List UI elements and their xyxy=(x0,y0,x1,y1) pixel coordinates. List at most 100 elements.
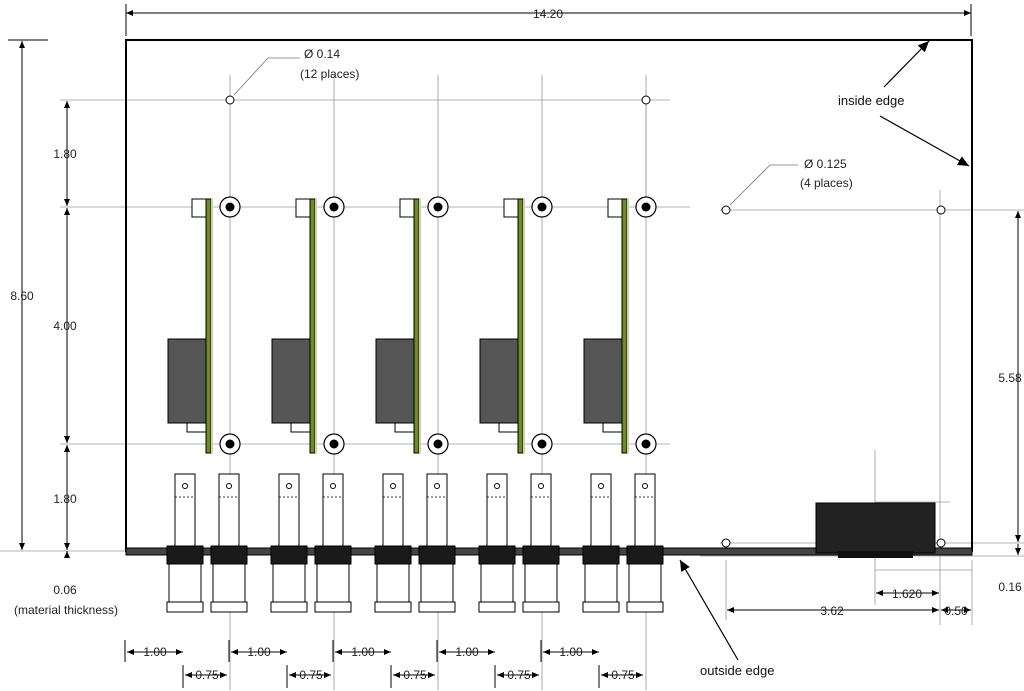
board-module xyxy=(375,196,449,455)
pcb-highlight xyxy=(315,199,317,453)
connector-cap xyxy=(314,601,352,613)
bnc-connector xyxy=(626,473,664,613)
mounting-hole xyxy=(225,95,235,105)
connector-barrel xyxy=(524,563,558,603)
connector-barrel xyxy=(420,563,454,603)
pitch-dim-a-label: 1.00 xyxy=(351,645,375,659)
connector-cap xyxy=(166,601,204,613)
connector-nut xyxy=(166,545,204,565)
standoff-screw xyxy=(537,202,547,212)
connector-pin xyxy=(286,483,292,489)
pitch-dim-b-label: 0.75 xyxy=(611,668,635,682)
power-block xyxy=(815,502,936,554)
standoff-screw xyxy=(537,439,547,449)
pitch-dim-b-label: 0.75 xyxy=(195,668,219,682)
hole-small-count: (12 places) xyxy=(300,67,359,81)
dim-overall-height: 8.60 xyxy=(10,289,34,303)
connector-pin xyxy=(182,483,188,489)
connector-cap xyxy=(270,601,308,613)
connector-nut xyxy=(374,545,412,565)
board-module xyxy=(167,196,241,455)
pcb-edge xyxy=(621,198,628,454)
connector-barrel xyxy=(628,563,662,603)
dim-component-offset: 1.620 xyxy=(892,587,922,601)
standoff-screw xyxy=(641,439,651,449)
standoff-screw xyxy=(641,202,651,212)
pitch-dimension-lines xyxy=(124,640,643,688)
pcb-edge xyxy=(309,198,316,454)
connector-barrel xyxy=(480,563,514,603)
pcb-highlight xyxy=(211,199,213,453)
pcb-edge xyxy=(413,198,420,454)
dim-bottom-gap: 1.80 xyxy=(53,492,77,506)
bnc-connector xyxy=(478,473,516,613)
connector-cap xyxy=(522,601,560,613)
connector-nut xyxy=(270,545,308,565)
pitch-dim-a-label: 1.00 xyxy=(455,645,479,659)
connector-pin xyxy=(494,483,500,489)
standoff-screw xyxy=(225,439,235,449)
pcb-highlight xyxy=(523,199,525,453)
module-lead xyxy=(186,423,210,433)
inside-edge-label: inside edge xyxy=(838,93,905,108)
connector-nut xyxy=(522,545,560,565)
module-group xyxy=(167,196,657,455)
hole-large-count: (4 places) xyxy=(800,176,853,190)
mounting-hole xyxy=(641,95,651,105)
pitch-dim-b-label: 0.75 xyxy=(507,668,531,682)
standoff-screw xyxy=(433,202,443,212)
material-thickness-label: (material thickness) xyxy=(14,603,118,617)
connector-group xyxy=(166,473,664,613)
connector-pin xyxy=(538,483,544,489)
dim-overall-width: 14.20 xyxy=(533,7,563,21)
mounting-hole-large xyxy=(721,538,731,548)
inside-edge-arrow xyxy=(879,115,970,167)
dim-middle: 4.00 xyxy=(53,319,77,333)
mounting-hole-large xyxy=(936,205,946,215)
board-module xyxy=(479,196,553,455)
module-box xyxy=(375,338,415,424)
connector-nut xyxy=(626,545,664,565)
connector-barrel xyxy=(376,563,410,603)
dim-right-edge: 0.50 xyxy=(944,604,968,618)
connector-pin xyxy=(434,483,440,489)
connector-pin xyxy=(642,483,648,489)
connector-nut xyxy=(418,545,456,565)
bnc-connector xyxy=(582,473,620,613)
inside-edge-arrow xyxy=(883,40,930,88)
connector-nut xyxy=(210,545,248,565)
connector-cap xyxy=(582,601,620,613)
module-box xyxy=(479,338,519,424)
pitch-dim-a-label: 1.00 xyxy=(559,645,583,659)
pitch-dim-a-label: 1.00 xyxy=(143,645,167,659)
connector-barrel xyxy=(584,563,618,603)
connector-cap xyxy=(374,601,412,613)
pcb-highlight xyxy=(627,199,629,453)
pcb-edge xyxy=(517,198,524,454)
dim-right-span: 3.62 xyxy=(820,604,844,618)
connector-cap xyxy=(626,601,664,613)
connector-cap xyxy=(210,601,248,613)
bnc-connector xyxy=(314,473,352,613)
standoff-screw xyxy=(433,439,443,449)
outside-edge-arrow xyxy=(679,559,739,661)
standoff-screw xyxy=(329,439,339,449)
dim-right-height: 5.58 xyxy=(998,371,1022,385)
dim-right-bottom: 0.16 xyxy=(998,580,1022,594)
connector-barrel xyxy=(272,563,306,603)
module-box xyxy=(271,338,311,424)
connector-barrel xyxy=(168,563,202,603)
standoff-screw xyxy=(225,202,235,212)
connector-nut xyxy=(314,545,352,565)
pitch-dim-b-label: 0.75 xyxy=(403,668,427,682)
module-box xyxy=(583,338,623,424)
mounting-hole-large xyxy=(936,538,946,548)
standoff-screw xyxy=(329,202,339,212)
module-lead xyxy=(602,423,626,433)
bnc-connector xyxy=(522,473,560,613)
bnc-connector xyxy=(270,473,308,613)
pitch-dim-a-label: 1.00 xyxy=(247,645,271,659)
connector-cap xyxy=(478,601,516,613)
